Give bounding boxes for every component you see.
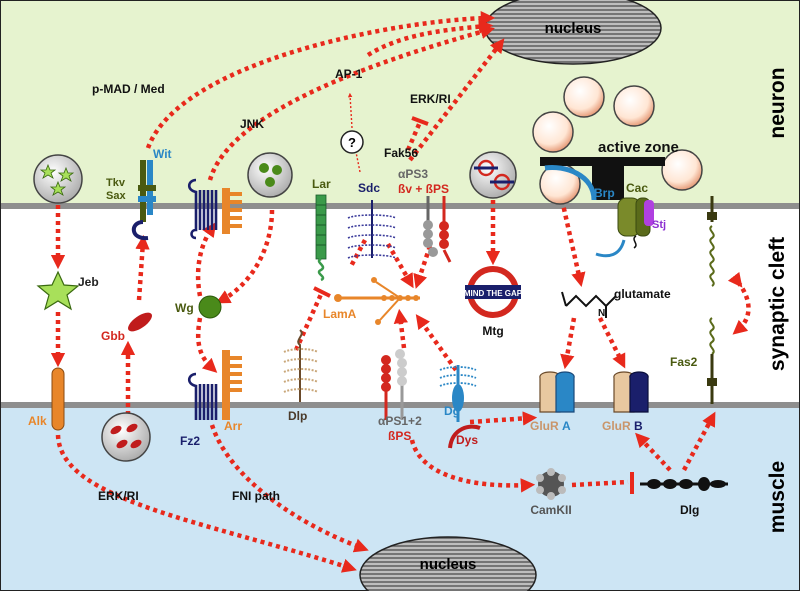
svg-text:Dlp: Dlp <box>288 409 307 423</box>
svg-text:Fz2: Fz2 <box>180 434 200 448</box>
aps3-label: αPS3 <box>398 167 428 181</box>
pmad-label: p-MAD / Med <box>92 82 165 96</box>
dg-dystroglycan: Dg <box>439 365 477 422</box>
svg-text:Sdc: Sdc <box>358 181 380 195</box>
svg-text:Stj: Stj <box>652 219 666 231</box>
svg-text:?: ? <box>348 135 356 150</box>
gbb-ligand: Gbb <box>101 312 152 343</box>
svg-text:Alk: Alk <box>28 414 47 428</box>
dlg-scaffold: Dlg <box>640 477 728 517</box>
sdc-proteoglycan: Sdc <box>347 181 397 259</box>
svg-text:Brp: Brp <box>594 186 615 200</box>
zone-label-neuron: neuron <box>766 67 789 138</box>
fas2-post: Fas2 <box>670 317 717 404</box>
svg-text:Dys: Dys <box>456 433 478 447</box>
svg-text:A: A <box>562 419 571 433</box>
glurb-receptor: GluR B <box>602 371 649 433</box>
nucleus-top: nucleus <box>484 0 662 65</box>
signaling-arrows <box>50 10 751 573</box>
postsynaptic-membrane <box>0 402 800 408</box>
gbb-vesicle <box>101 412 151 462</box>
mtg-vesicle <box>469 151 517 199</box>
lama-laminin: LamA <box>323 277 420 325</box>
svg-text:GluR: GluR <box>530 419 559 433</box>
unknown-node: ? <box>340 130 364 154</box>
fni-label: FNI path <box>232 489 280 503</box>
stj-subunit: Stj <box>595 200 666 258</box>
svg-text:Wit: Wit <box>153 147 172 161</box>
svg-text:Sax: Sax <box>106 190 126 202</box>
presynaptic-membrane <box>0 203 800 209</box>
wg-vesicle <box>247 152 293 198</box>
bv-bps-label: ßv + ßPS <box>398 182 449 196</box>
svg-text:B: B <box>634 419 643 433</box>
svg-text:LamA: LamA <box>323 307 357 321</box>
erk-bottom-label: ERK/RI <box>98 489 139 503</box>
integrin-postsynaptic: αPS1+2 ßPS <box>378 349 422 443</box>
svg-text:active zone: active zone <box>598 139 679 156</box>
wg-ligand: Wg <box>175 295 222 319</box>
tkv-wit-receptor: Tkv Sax Wit <box>106 147 172 241</box>
svg-text:Dlg: Dlg <box>680 503 699 517</box>
brp-bruchpilot: Brp <box>544 164 615 201</box>
camkii: CamKII <box>530 468 572 517</box>
integrin-presynaptic <box>423 196 452 263</box>
erk-top-label: ERK/RI <box>410 92 451 106</box>
svg-text:Fas2: Fas2 <box>670 355 698 369</box>
svg-text:αPS1+2: αPS1+2 <box>378 414 422 428</box>
svg-text:CamKII: CamKII <box>530 503 571 517</box>
svg-text:Lar: Lar <box>312 177 331 191</box>
svg-text:nucleus: nucleus <box>420 556 477 573</box>
svg-text:Jeb: Jeb <box>78 275 99 289</box>
fak56-label: Fak56 <box>384 146 418 160</box>
mtg-logo: MIND THE GAP Mtg <box>464 266 523 338</box>
svg-text:GluR: GluR <box>602 419 631 433</box>
fz2-pre-receptor <box>187 178 242 240</box>
svg-text:Gbb: Gbb <box>101 329 125 343</box>
svg-text:N: N <box>598 308 605 319</box>
active-zone-tbar: active zone <box>540 139 679 200</box>
svg-text:Cac: Cac <box>626 181 648 195</box>
ap1-label: AP-1 <box>335 67 363 81</box>
svg-text:MIND THE GAP: MIND THE GAP <box>464 289 523 298</box>
lar-receptor: Lar <box>312 177 331 282</box>
dys-dystrophin: Dys <box>448 424 481 449</box>
glutamate-molecule: N glutamate <box>561 287 671 319</box>
svg-text:nucleus: nucleus <box>545 20 602 37</box>
dlp-proteoglycan: Dlp <box>283 329 319 423</box>
svg-text:glutamate: glutamate <box>614 287 671 301</box>
svg-text:Wg: Wg <box>175 301 194 315</box>
jnk-label: JNK <box>240 117 264 131</box>
svg-text:Mtg: Mtg <box>482 324 503 338</box>
zone-label-cleft: synaptic cleft <box>766 237 789 371</box>
svg-text:Tkv: Tkv <box>106 177 126 189</box>
nucleus-bottom: nucleus <box>359 536 537 591</box>
svg-text:Arr: Arr <box>224 419 242 433</box>
jeb-vesicle <box>33 154 83 204</box>
fz2-post-receptor: Fz2 Arr <box>180 350 242 448</box>
svg-text:ßPS: ßPS <box>388 429 411 443</box>
alk-receptor: Alk <box>28 367 65 431</box>
zone-label-muscle: muscle <box>766 461 789 533</box>
svg-text:Dg: Dg <box>444 404 460 418</box>
fas2-pre <box>707 196 717 287</box>
glura-receptor: GluR A <box>530 371 575 433</box>
jeb-ligand: Jeb <box>36 270 99 311</box>
